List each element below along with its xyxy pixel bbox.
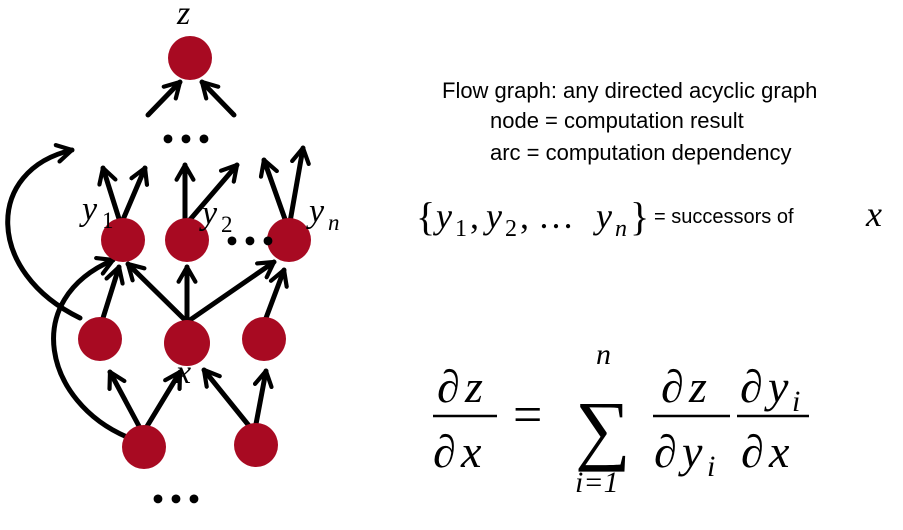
graph-labels: z ••• y 1 y 2 ••• y n x ••• (79, 0, 340, 514)
description-line-3: arc = computation dependency (490, 140, 791, 165)
formula-frac1-num-partial: ∂ (661, 361, 684, 412)
set-comma-1: , (470, 196, 479, 236)
label-y1-subscript: 1 (102, 208, 114, 233)
set-y1-subscript: 1 (455, 216, 467, 242)
formula-lhs-num-z: z (464, 361, 483, 412)
formula-frac1-num-z: z (688, 361, 707, 412)
successors-definition: { y 1 , y 2 , … y n } = successors of x (416, 194, 882, 242)
label-yn: y (306, 193, 325, 230)
edge-b1-m1 (107, 369, 143, 431)
edge-to-z-left (145, 79, 183, 118)
label-y1: y (79, 191, 98, 228)
label-y2: y (199, 195, 218, 232)
set-yn: y (593, 196, 612, 236)
successors-x: x (865, 194, 882, 234)
formula-sum-symbol: ∑ (575, 385, 631, 472)
description-text: Flow graph: any directed acyclic graph n… (442, 78, 817, 165)
graph-edges (5, 79, 311, 440)
edge-y1-out-1 (97, 165, 123, 225)
label-z: z (176, 0, 190, 32)
formula-frac2-num-subscript: i (792, 385, 800, 418)
edge-y2-out-2 (185, 162, 240, 225)
set-close-brace: } (630, 194, 649, 239)
set-y2: y (483, 196, 502, 236)
formula-frac1-den-subscript: i (707, 450, 715, 483)
set-yn-subscript: n (615, 216, 627, 242)
node-bottom-right (234, 423, 278, 467)
formula-lhs-den-x: x (460, 426, 482, 477)
label-x: x (175, 354, 191, 391)
edge-yn-out-2 (287, 145, 311, 225)
ellipsis-bottom: ••• (150, 485, 204, 514)
formula-frac1-den-y: y (678, 426, 703, 477)
set-comma-2: , (520, 196, 529, 236)
edge-b2-x (201, 367, 253, 430)
graph-nodes (78, 36, 311, 469)
edge-b1-x (143, 369, 183, 431)
ellipsis-middle: ••• (224, 227, 278, 256)
formula-frac2-num-partial: ∂ (740, 361, 763, 412)
description-line-1: Flow graph: any directed acyclic graph (442, 78, 817, 103)
ellipsis-top: ••• (160, 125, 214, 154)
edge-m3-yn (263, 267, 289, 321)
node-y1 (101, 218, 145, 262)
edge-x-y1 (125, 261, 189, 324)
edge-m1-y1 (100, 264, 125, 321)
edge-x-yn (187, 259, 277, 323)
node-x (164, 320, 210, 366)
node-z (168, 36, 212, 80)
set-ellipsis: … (538, 196, 574, 236)
edge-skip-m1-up (5, 143, 83, 321)
node-middle-left (78, 317, 122, 361)
edge-b2-m3 (252, 368, 274, 427)
edge-skip-b1-y1 (51, 256, 130, 440)
formula-sum-upper-limit: n (596, 338, 611, 371)
node-yn (267, 218, 311, 262)
node-bottom-left (122, 425, 166, 469)
edge-to-z-right (199, 79, 237, 118)
label-y2-subscript: 2 (221, 212, 233, 237)
label-yn-subscript: n (328, 210, 340, 235)
formula-sum-lower-limit: i=1 (575, 466, 619, 499)
node-middle-right (242, 317, 286, 361)
set-open-brace: { (416, 194, 435, 239)
formula-frac2-num-y: y (764, 361, 789, 412)
node-y2 (165, 218, 209, 262)
set-y2-subscript: 2 (505, 216, 517, 242)
edge-yn-out-1 (258, 157, 289, 225)
formula-lhs-num-partial: ∂ (437, 361, 460, 412)
description-line-2: node = computation result (490, 108, 744, 133)
set-y1: y (433, 196, 452, 236)
chain-rule-formula: ∂ z ∂ x = n ∑ i=1 ∂ z ∂ y i ∂ y i ∂ x (433, 338, 809, 499)
formula-frac2-den-partial: ∂ (741, 426, 764, 477)
formula-equals: = (513, 387, 542, 444)
formula-lhs-den-partial: ∂ (433, 426, 456, 477)
formula-frac2-den-x: x (768, 426, 790, 477)
successors-label: = successors of (654, 206, 794, 228)
formula-frac1-den-partial: ∂ (654, 426, 677, 477)
edge-y1-out-2 (119, 165, 150, 225)
